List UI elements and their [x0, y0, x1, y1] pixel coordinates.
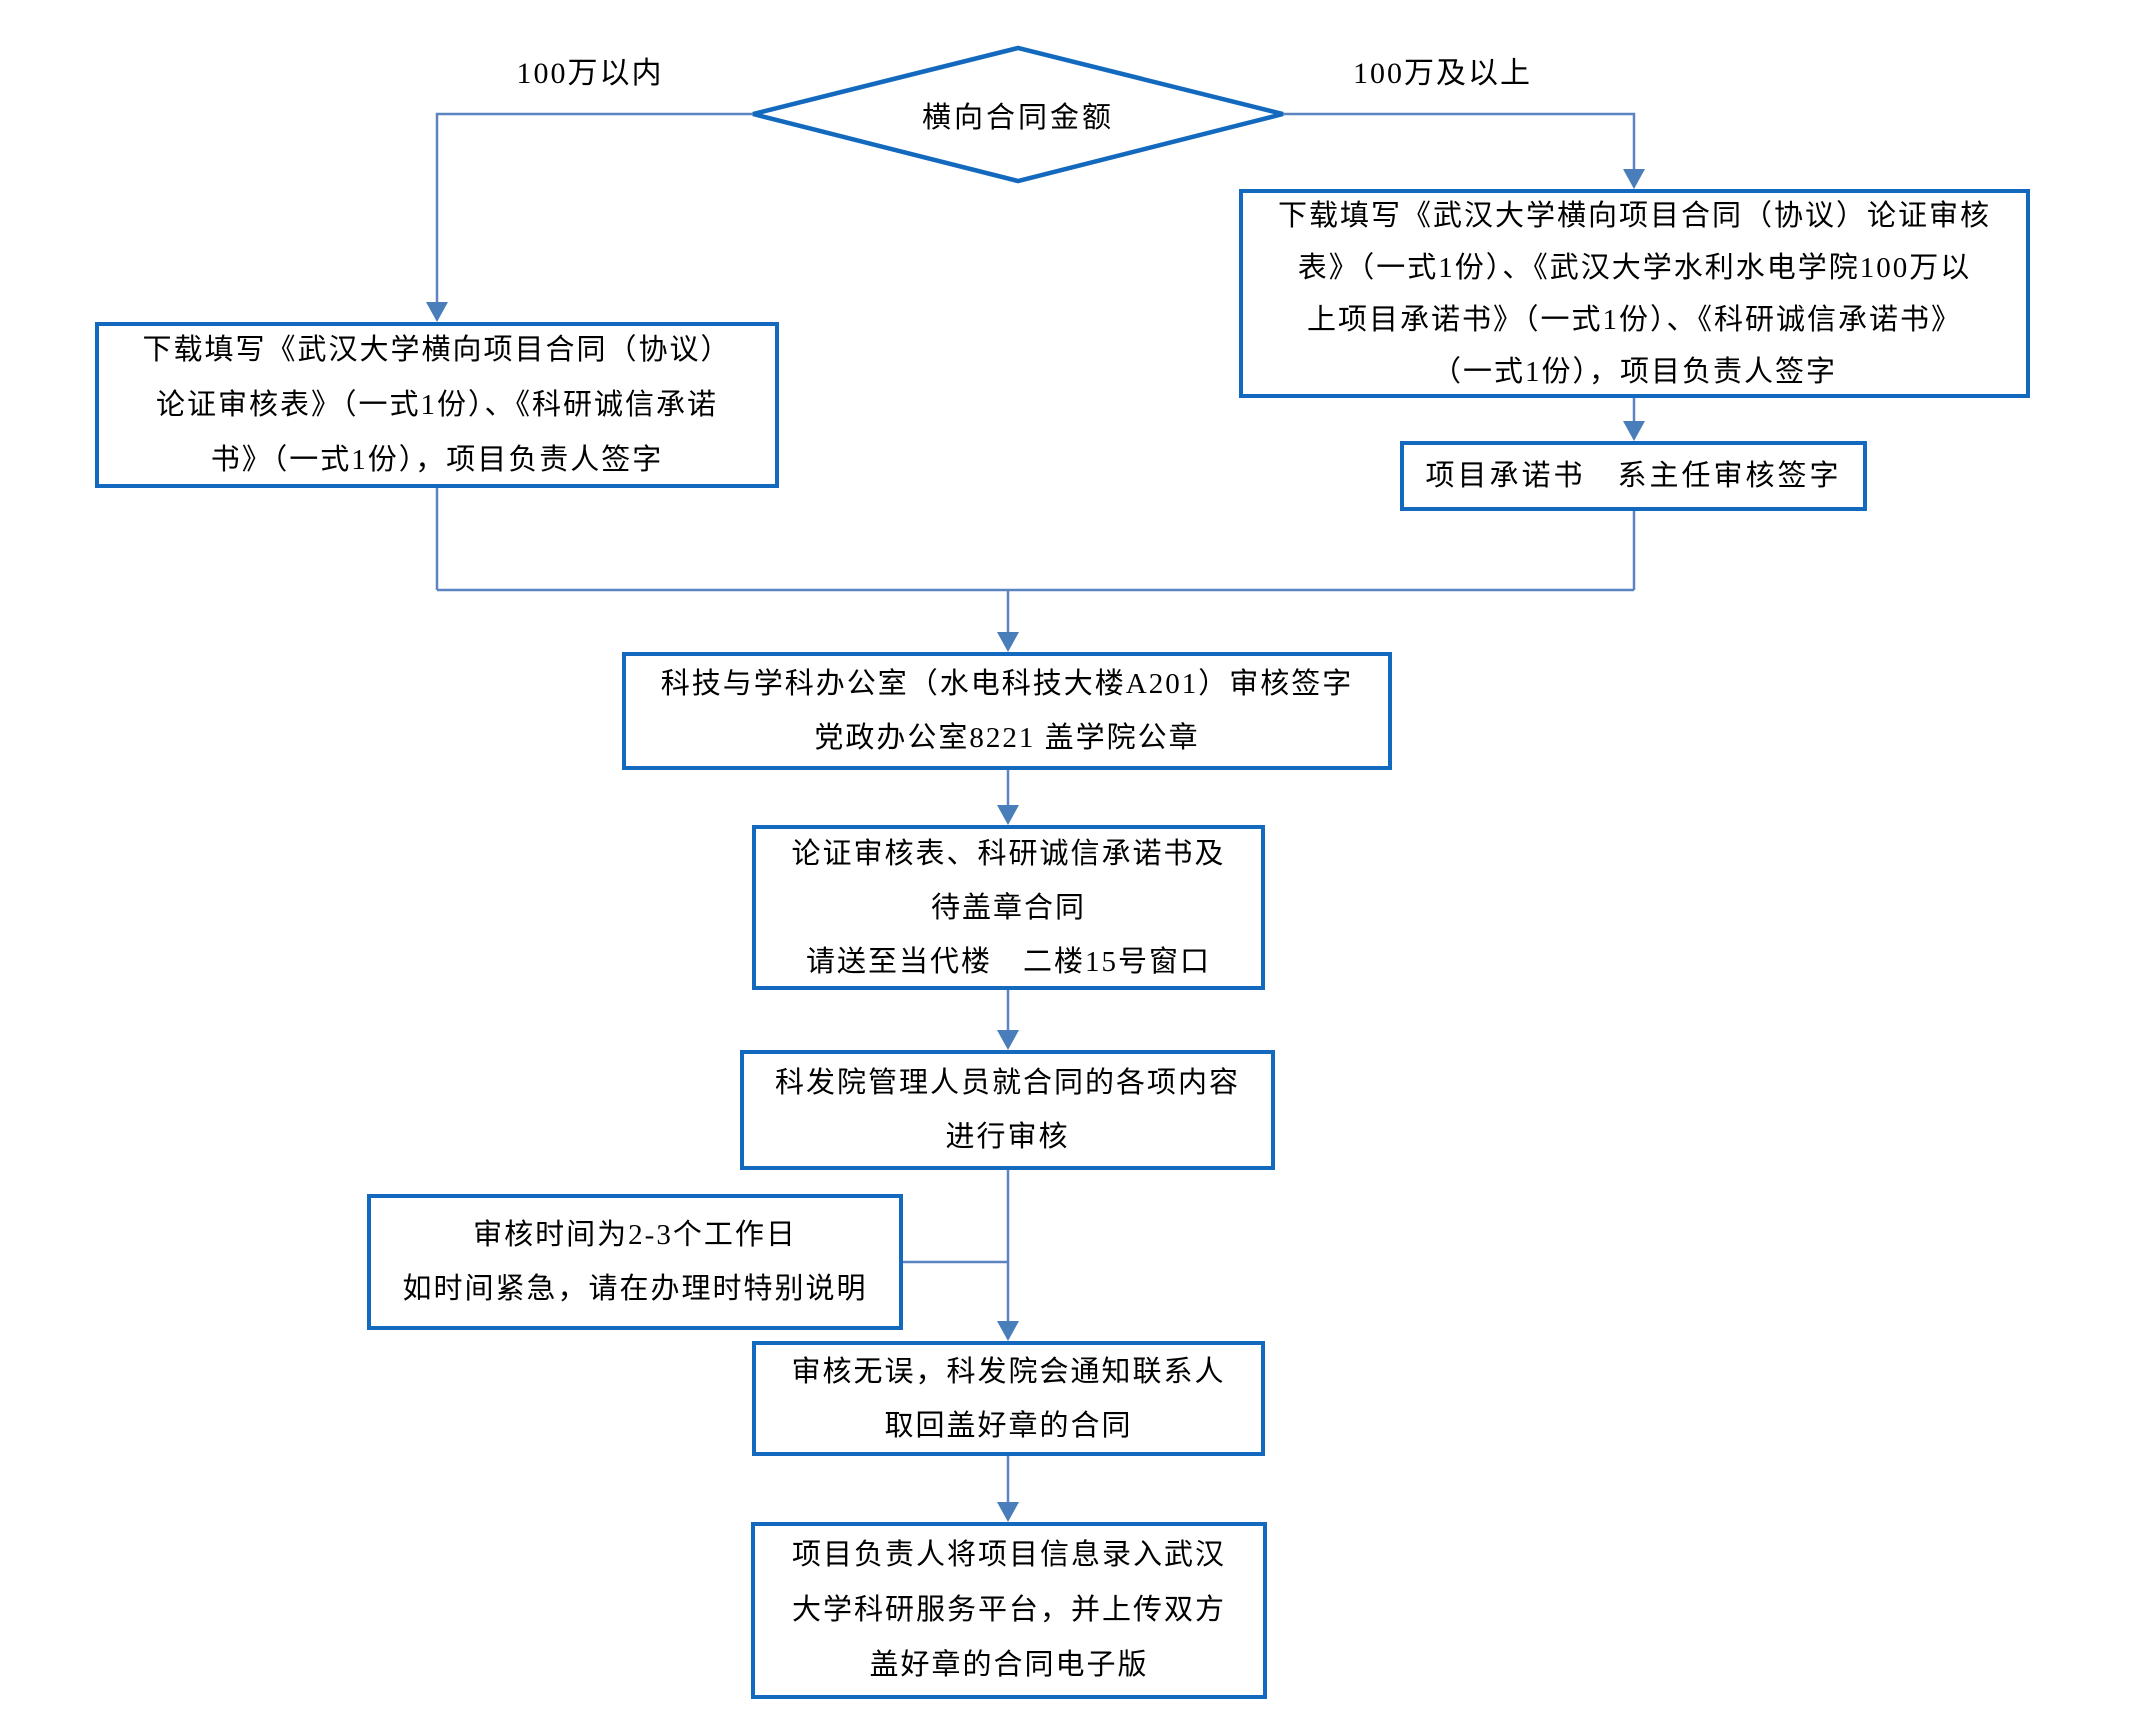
box-download-under-1m: 下载填写《武汉大学横向项目合同（协议） 论证审核表》（一式1份）、《科研诚信承诺…	[95, 322, 779, 488]
arrow-down-icon	[997, 1030, 1019, 1050]
box-kfy-content-review: 科发院管理人员就合同的各项内容 进行审核	[740, 1050, 1275, 1170]
line-branch-left	[435, 112, 753, 303]
line-branch-right	[1283, 112, 1636, 171]
arrow-down-icon	[426, 302, 448, 322]
arrow-down-icon	[1623, 169, 1645, 189]
decision-diamond-label: 横向合同金额	[921, 101, 1114, 134]
arrow-down-icon	[1623, 421, 1645, 441]
connector-lines	[435, 112, 1636, 1504]
box-office-review-seal: 科技与学科办公室（水电科技大楼A201）审核签字 党政办公室8221 盖学院公章	[622, 652, 1392, 770]
box-upload-to-platform: 项目负责人将项目信息录入武汉 大学科研服务平台，并上传双方 盖好章的合同电子版	[751, 1522, 1267, 1699]
box-promise-dept-head-sign: 项目承诺书 系主任审核签字	[1400, 441, 1867, 511]
box-download-over-1m: 下载填写《武汉大学横向项目合同（协议）论证审核 表》（一式1份）、《武汉大学水利…	[1239, 189, 2030, 398]
branch-label-under-1m: 100万以内	[516, 57, 664, 90]
branch-label-over-1m: 100万及以上	[1353, 57, 1532, 90]
arrow-down-icon	[997, 805, 1019, 825]
box-pickup-sealed-contract: 审核无误，科发院会通知联系人 取回盖好章的合同	[752, 1341, 1265, 1456]
arrow-down-icon	[997, 1502, 1019, 1522]
arrow-down-icon	[997, 632, 1019, 652]
arrowheads	[426, 169, 1645, 1522]
box-review-time-note: 审核时间为2-3个工作日 如时间紧急，请在办理时特别说明	[367, 1194, 903, 1330]
arrow-down-icon	[997, 1321, 1019, 1341]
box-send-to-window: 论证审核表、科研诚信承诺书及 待盖章合同 请送至当代楼 二楼15号窗口	[752, 825, 1265, 990]
